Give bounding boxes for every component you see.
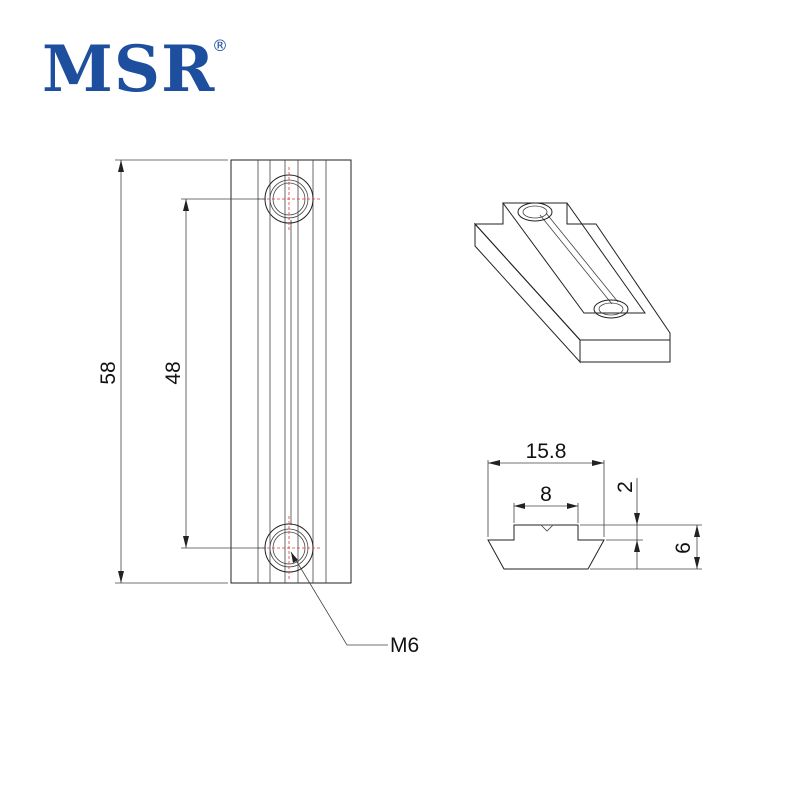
hole-top	[257, 167, 321, 231]
dimension-15-8: 15.8	[487, 440, 605, 537]
section-v-notch	[540, 524, 554, 532]
dimension-6-label: 6	[672, 542, 695, 554]
iso-top-face	[473, 202, 671, 341]
dimension-15-8-label: 15.8	[526, 440, 567, 463]
dimension-6: 6	[590, 525, 702, 570]
dimension-48: 48	[162, 198, 266, 549]
top-view: 58 48 M6	[97, 159, 419, 657]
section-profile	[487, 524, 605, 570]
iso-end-face	[579, 339, 671, 363]
iso-hole-bottom	[593, 299, 629, 319]
dimension-58-label: 58	[97, 361, 120, 384]
dimension-8: 8	[513, 483, 579, 523]
dimension-8-label: 8	[540, 483, 552, 506]
iso-slot-right	[545, 212, 619, 303]
isometric-view	[473, 202, 671, 364]
brand-logo: MSR	[42, 32, 216, 107]
dimension-48-label: 48	[162, 361, 185, 384]
dimension-2: 2	[580, 478, 702, 569]
hole-bottom	[257, 516, 321, 580]
iso-hole-top	[517, 202, 553, 222]
nut-outline	[230, 159, 352, 584]
iso-slot-left	[539, 214, 613, 305]
dimension-58: 58	[97, 159, 228, 584]
dimension-2-label: 2	[614, 481, 637, 493]
thread-callout: M6	[290, 551, 419, 657]
registered-mark: ®	[212, 36, 228, 55]
iso-raised-neck	[502, 202, 646, 314]
thread-label: M6	[390, 634, 419, 657]
section-view: 15.8 8 2 6	[487, 440, 702, 570]
